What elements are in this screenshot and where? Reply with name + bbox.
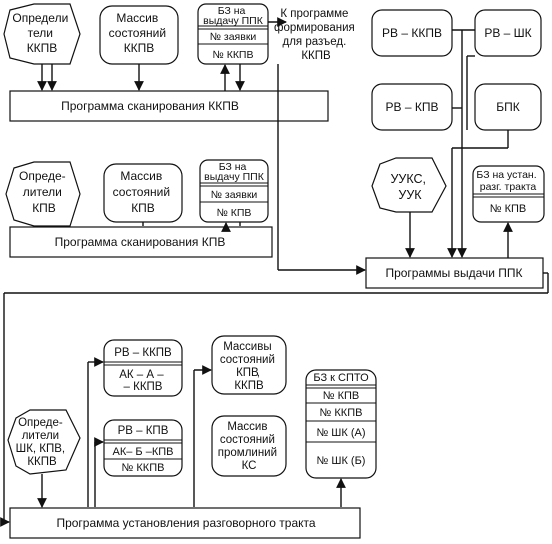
nkkpv-top-label: № ККПВ bbox=[213, 49, 254, 61]
opredeliteli-kpv-hexagon bbox=[5, 161, 81, 227]
zayavki-top-label: № заявки bbox=[210, 31, 257, 43]
bz-ustan-label: БЗ на устан. разг. тракта bbox=[476, 169, 539, 193]
uuks-hexagon bbox=[371, 157, 447, 213]
prog-vydachi-ppk-box bbox=[365, 257, 544, 289]
k-programme-note: К программе формирования для разъед. ККП… bbox=[274, 8, 358, 62]
massiv-kpv-label: Массив состояний КПВ bbox=[113, 169, 174, 215]
prog-scan-kpv-label: Программа сканирования КПВ bbox=[55, 235, 226, 249]
rv-kpv-box bbox=[371, 83, 453, 131]
opredeliteli-shk-label: Опреде- лители ШК, КПВ, ККПВ bbox=[16, 417, 69, 468]
ak-b-kpv-label: АК– Б –КПВ bbox=[113, 446, 174, 458]
rv-kkpv-box bbox=[371, 9, 453, 57]
rv-shk-box bbox=[474, 9, 542, 57]
prog-scan-kpv-box bbox=[9, 226, 273, 258]
opredeliteli-kkpv-label: Определи тели ККПВ bbox=[12, 11, 71, 55]
prog-ustanovleniya-box bbox=[9, 507, 361, 539]
rv-kkpv-ak-a-box bbox=[103, 339, 183, 397]
ak-a-kkpv-label: АК – А – – ККПВ bbox=[119, 369, 167, 393]
bz-ustan-nkpv: № КПВ bbox=[490, 203, 527, 215]
bz-vydachu-ppk-top-label: БЗ на выдачу ППК bbox=[203, 5, 264, 27]
prog-ustanovleniya-label: Программа установления разговорного трак… bbox=[56, 516, 315, 530]
massiv-kkpv-label: Массив состояний ККПВ bbox=[109, 11, 170, 55]
nkpv-mid-label: № КПВ bbox=[217, 207, 252, 219]
massiv-promlinii-label: Массив состояний промлиний КС bbox=[218, 421, 280, 472]
rv-kpv-ak-b-box bbox=[103, 419, 183, 477]
bz-vydachu-ppk-top-box bbox=[197, 3, 269, 65]
massiv-promlinii-box bbox=[211, 415, 287, 477]
prog-scan-kkpv-label: Программа сканирования ККПВ bbox=[61, 99, 239, 113]
massivy-kpv-kkpv-label: Массивы состояний КПВ , ККПВ bbox=[220, 341, 278, 392]
opredeliteli-shk-hexagon bbox=[7, 409, 81, 475]
massivy-kpv-kkpv-box bbox=[211, 335, 287, 395]
bz-sppto-shk-a: № ШК (А) bbox=[316, 427, 365, 439]
bz-sppto-box bbox=[305, 369, 377, 479]
bz-sppto-nkkpv: № ККПВ bbox=[320, 407, 363, 419]
rv-kpv-2-label: РВ – КПВ bbox=[118, 425, 169, 437]
bz-sppto-shk-b: № ШК (Б) bbox=[317, 455, 366, 467]
nkkpv-2-label: № ККПВ bbox=[122, 462, 165, 474]
bpk-label: БПК bbox=[496, 100, 520, 114]
rv-kpv-label: РВ – КПВ bbox=[386, 100, 439, 114]
zayavki-mid-label: № заявки bbox=[211, 189, 258, 201]
rv-shk-label: РВ – ШК bbox=[484, 26, 531, 40]
bz-sppto-title: БЗ к СПТО bbox=[313, 372, 369, 384]
prog-scan-kkpv-box bbox=[9, 90, 329, 122]
rv-kkpv-label: РВ – ККПВ bbox=[382, 26, 442, 40]
bz-vydachu-ppk-mid-box bbox=[199, 159, 269, 223]
uuks-label: УУКС, УУК bbox=[390, 172, 429, 202]
bz-vydachu-ppk-mid-label: БЗ на выдачу ППК bbox=[204, 161, 265, 183]
opredeliteli-kpv-label: Опреде- лители КПВ bbox=[19, 169, 69, 215]
prog-vydachi-ppk-label: Программы выдачи ППК bbox=[385, 266, 522, 280]
opredeliteli-kkpv-hexagon bbox=[3, 3, 81, 65]
bz-sppto-nkpv: № КПВ bbox=[323, 390, 360, 402]
rv-kkpv-2-label: РВ – ККПВ bbox=[114, 347, 172, 359]
